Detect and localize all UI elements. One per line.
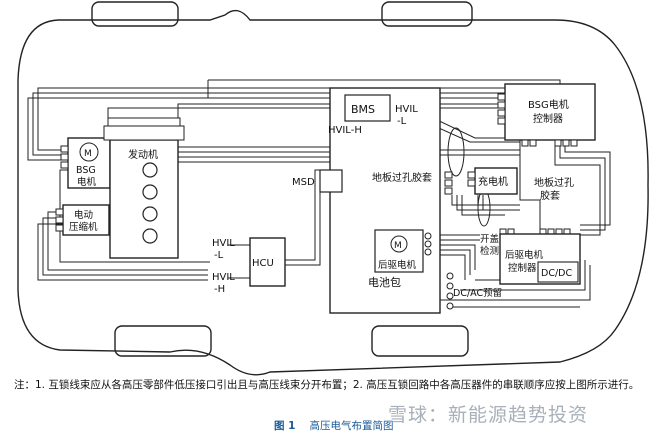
- hcu-box: [249, 237, 286, 287]
- pack-port-3: [446, 292, 454, 300]
- bsg-controller-label-2: 控制器: [533, 112, 563, 125]
- hvil-l-hcu-label-2: -L: [214, 250, 224, 261]
- compressor-label-2: 压缩机: [69, 221, 98, 233]
- wheel-front-right: [114, 325, 212, 357]
- wheel-rear-left: [381, 1, 473, 27]
- msd-label: MSD: [292, 177, 315, 188]
- figure-number: 图 1: [274, 420, 296, 432]
- bsg-motor-label-2: 电机: [77, 176, 97, 188]
- dcdc-label: DC/DC: [541, 268, 572, 279]
- engine-cylinder-3: [142, 206, 158, 222]
- compressor-connectors: [55, 208, 64, 232]
- grommet-2-label-1: 地板过孔: [534, 176, 574, 189]
- bsg-motor-connectors: [60, 145, 69, 169]
- bsg-motor-label-1: BSG: [76, 165, 96, 176]
- grommet-1-label: 地板过孔胶套: [372, 171, 432, 184]
- pack-port-2: [446, 282, 454, 290]
- rear-motor-symbol-label: M: [394, 241, 402, 251]
- bsg-controller-box: [504, 83, 596, 141]
- bsg-controller-connectors: [497, 93, 578, 147]
- high-voltage-layout-diagram: 电池包 BMS HVIL -L HVIL-H 地板过孔胶套 MSD M 后驱电机…: [17, 1, 649, 376]
- grommet-2-label-2: 胶套: [540, 189, 560, 202]
- dcdc-box: [537, 261, 579, 283]
- hvil-l-bms-label-2: -L: [397, 116, 407, 127]
- bms-box: [344, 94, 391, 122]
- battery-pack-label: 电池包: [368, 276, 401, 289]
- bsg-motor-symbol-label: M: [84, 149, 92, 159]
- rear-motor-symbol: [390, 235, 408, 253]
- cover-detect-connectors: [499, 228, 571, 235]
- engine-cylinder-4: [142, 228, 158, 244]
- wheel-front-left: [91, 1, 179, 27]
- engine-cylinder-1: [142, 162, 158, 178]
- figure-caption: 图 1 高压电气布置简图: [274, 418, 393, 433]
- hvil-h-hcu-label-2: -H: [214, 284, 225, 295]
- rear-motor-label: 后驱电机: [378, 259, 417, 271]
- pack-port-4: [446, 302, 454, 310]
- rear-motor-port-1: [424, 232, 432, 240]
- harness-crossing-2: [477, 189, 491, 227]
- hvil-h-hcu-label-1: HVIL: [212, 272, 235, 283]
- engine-label: 发动机: [128, 148, 158, 161]
- dcac-label: DC/AC预留: [453, 287, 502, 299]
- rear-motor-port-3: [424, 248, 432, 256]
- figure-note: 注：1. 互锁线束应从各高压零部件低压接口引出且与高压线束分开布置；2. 高压互…: [14, 379, 640, 391]
- rear-motor-box: [374, 229, 424, 273]
- rear-controller-label-2: 控制器: [508, 262, 537, 274]
- charger-label: 充电机: [478, 175, 508, 188]
- wheel-rear-right: [371, 325, 469, 357]
- figure-title: 高压电气布置简图: [309, 420, 394, 432]
- battery-pack-box: [329, 87, 441, 314]
- rear-controller-label-1: 后驱电机: [505, 249, 544, 261]
- watermark: 雪球：新能源趋势投资: [388, 404, 589, 426]
- harness-crossing-1: [447, 127, 465, 177]
- vehicle-outline: [17, 9, 649, 376]
- compressor-box: [62, 204, 110, 236]
- compressor-label-1: 电动: [74, 209, 93, 221]
- bms-label: BMS: [351, 103, 375, 116]
- bsg-controller-label-1: BSG电机: [528, 98, 569, 111]
- cover-detect-label-1: 开盖: [480, 233, 500, 245]
- bsg-motor-symbol: [79, 142, 99, 162]
- rear-motor-port-2: [424, 240, 432, 248]
- msd-box: [319, 169, 343, 193]
- engine-top-block: [103, 117, 185, 141]
- hvil-h-bms-label: HVIL-H: [328, 125, 362, 136]
- cover-detect-label-2: 检测: [480, 245, 499, 257]
- hcu-label: HCU: [252, 258, 274, 269]
- hvil-l-hcu-label-1: HVIL: [212, 238, 235, 249]
- hvil-l-bms-label-1: HVIL: [395, 104, 418, 115]
- pack-port-1: [446, 272, 454, 280]
- charger-connectors: [444, 171, 476, 195]
- engine-cylinder-2: [142, 184, 158, 200]
